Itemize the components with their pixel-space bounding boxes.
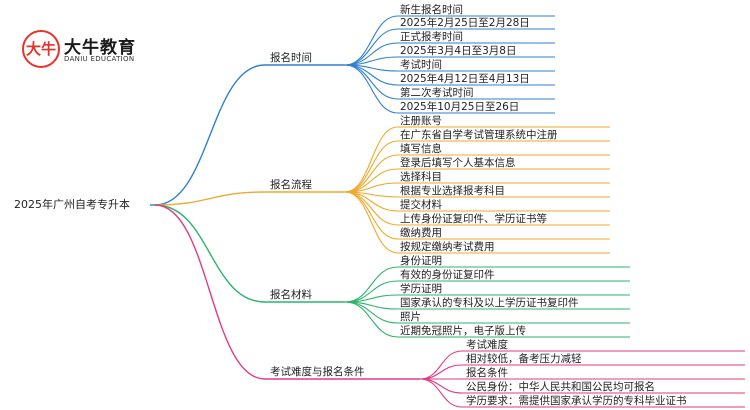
leaf: 有效的身份证复印件	[400, 269, 495, 281]
leaf-connector	[344, 64, 399, 100]
leaf: 选择科目	[400, 171, 442, 183]
logo-title: 大牛教育	[64, 38, 136, 58]
leaf-connector	[344, 301, 399, 338]
leaf: 国家承认的专科及以上学历证书复印件	[400, 297, 579, 309]
logo: 大牛 大牛教育 DANIU EDUCATION	[22, 30, 152, 70]
branch-registration-time: 报名时间	[270, 52, 312, 64]
leaf: 缴纳费用	[400, 227, 442, 239]
branch-registration-process: 报名流程	[270, 179, 312, 191]
leaf-connector	[344, 266, 399, 303]
branch-difficulty-and-requirements: 考试难度与报名条件	[270, 366, 365, 378]
branch-connector	[154, 204, 266, 380]
logo-icon: 大牛	[22, 30, 60, 68]
leaf: 公民身份：中华人民共和国公民均可报名	[466, 381, 655, 393]
branch-connector	[154, 204, 266, 303]
leaf: 2025年3月4日至3月8日	[400, 45, 517, 57]
leaf: 第二次考试时间	[400, 87, 474, 99]
branch-registration-materials: 报名材料	[270, 289, 312, 301]
leaf: 报名条件	[466, 367, 508, 379]
leaf: 2025年4月12日至4月13日	[400, 73, 530, 85]
leaf: 按规定缴纳考试费用	[400, 241, 495, 253]
leaf-connector	[344, 140, 399, 193]
leaf: 2025年10月25日至26日	[400, 101, 520, 113]
leaf: 照片	[400, 311, 421, 323]
leaf: 注册账号	[400, 115, 442, 127]
leaf: 相对较低，备考压力减轻	[466, 353, 582, 365]
leaf-connector	[344, 191, 399, 254]
leaf: 考试时间	[400, 59, 442, 71]
leaf: 提交材料	[400, 199, 442, 211]
leaf: 学历要求：需提供国家承认学历的专科毕业证书	[466, 395, 687, 407]
leaf: 2025年2月25日至2月28日	[400, 17, 530, 29]
mindmap-root: 2025年广州自考专升本	[14, 198, 130, 211]
leaf-connector	[419, 378, 463, 408]
leaf: 考试难度	[466, 339, 508, 351]
leaf-connector	[419, 378, 463, 394]
leaf-connector	[344, 28, 399, 66]
leaf: 正式报考时间	[400, 31, 463, 43]
leaf: 近期免冠照片，电子版上传	[400, 325, 526, 337]
logo-subtitle: DANIU EDUCATION	[64, 55, 135, 63]
branch-connector	[154, 64, 266, 206]
leaf-connector	[419, 364, 463, 380]
leaf: 身份证明	[400, 255, 442, 267]
leaf: 上传身份证复印件、学历证书等	[400, 213, 547, 225]
leaf-connector	[344, 168, 399, 193]
branch-connector	[154, 191, 266, 206]
leaf-connector	[344, 64, 399, 114]
leaf: 登录后填写个人基本信息	[400, 157, 516, 169]
leaf-connector	[344, 191, 399, 240]
leaf: 填写信息	[400, 143, 442, 155]
leaf: 学历证明	[400, 283, 442, 295]
leaf-connector	[344, 126, 399, 193]
leaf: 根据专业选择报考科目	[400, 185, 505, 197]
leaf: 新生报名时间	[400, 4, 463, 16]
leaf: 在广东省自学考试管理系统中注册	[400, 129, 558, 141]
